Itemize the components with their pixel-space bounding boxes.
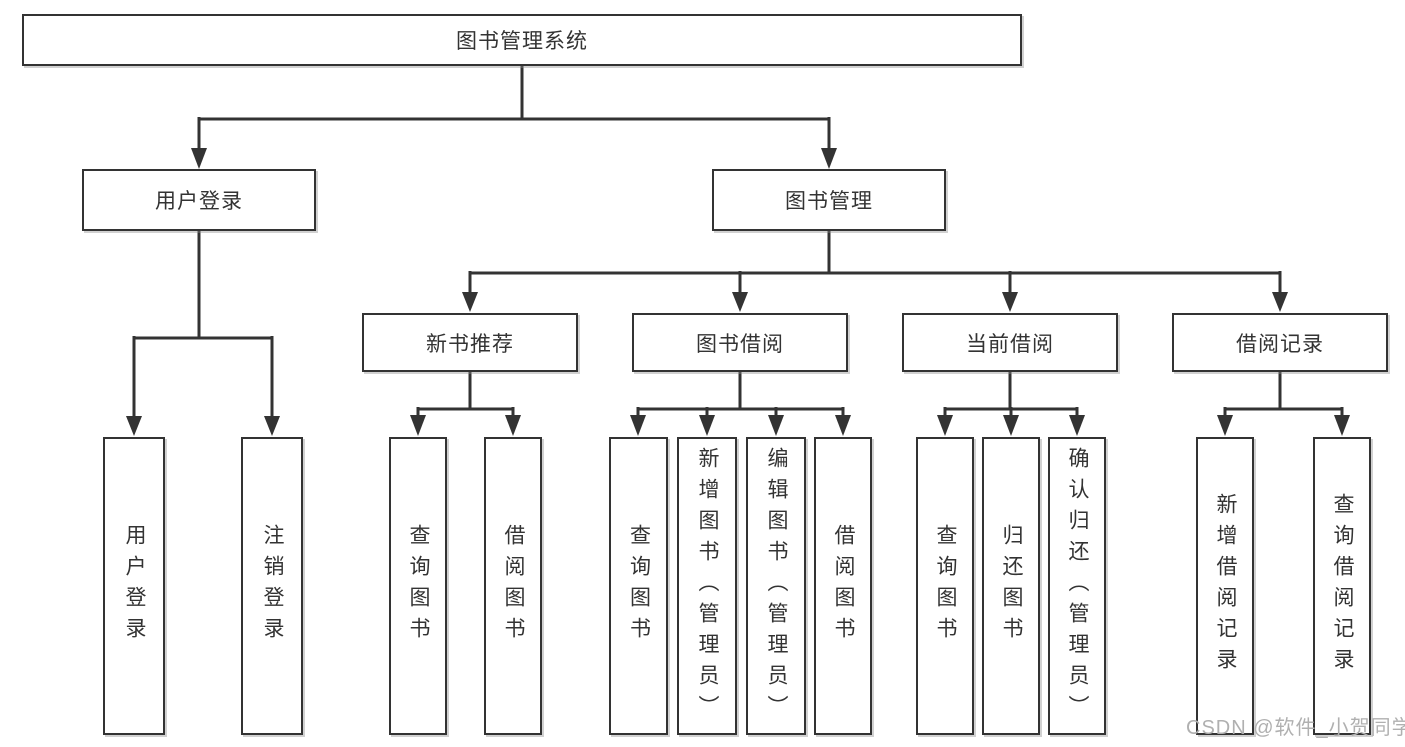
- leaf-borrow-books: 借阅图书: [814, 437, 872, 735]
- leaf-label: 查询借阅记录: [1331, 493, 1354, 679]
- leaf-label: 借阅图书: [502, 524, 525, 648]
- leaf-user-login: 用户登录: [103, 437, 165, 735]
- node-book-management-branch: 图书管理: [712, 169, 946, 231]
- leaf-label: 新增借阅记录: [1214, 493, 1237, 679]
- leaf-add-books-admin: 新增图书（管理员）: [677, 437, 737, 735]
- node-label: 图书管理系统: [456, 30, 588, 53]
- leaf-label: 确认归还（管理员）: [1066, 446, 1089, 726]
- leaf-label: 注销登录: [261, 524, 284, 648]
- node-label: 当前借阅: [966, 332, 1054, 356]
- csdn-watermark: CSDN @软件_小贺同学: [1186, 717, 1405, 739]
- leaf-confirm-return-admin: 确认归还（管理员）: [1048, 437, 1106, 735]
- leaf-query-books-recommend: 查询图书: [389, 437, 447, 735]
- leaf-label: 查询图书: [934, 524, 957, 648]
- leaf-return-books: 归还图书: [982, 437, 1040, 735]
- node-library-management-system: 图书管理系统: [22, 14, 1022, 66]
- node-label: 用户登录: [155, 190, 243, 213]
- leaf-label: 新增图书（管理员）: [696, 446, 719, 726]
- node-book-borrowing: 图书借阅: [632, 313, 848, 372]
- leaf-add-borrow-record: 新增借阅记录: [1196, 437, 1254, 735]
- leaf-edit-books-admin: 编辑图书（管理员）: [746, 437, 806, 735]
- node-label: 图书管理: [785, 190, 873, 213]
- leaf-query-borrow-record: 查询借阅记录: [1313, 437, 1371, 735]
- node-label: 新书推荐: [426, 332, 514, 356]
- node-user-login-branch: 用户登录: [82, 169, 316, 231]
- node-label: 图书借阅: [696, 332, 784, 356]
- leaf-label: 借阅图书: [832, 524, 855, 648]
- leaf-label: 用户登录: [123, 524, 146, 648]
- leaf-label: 归还图书: [1000, 524, 1023, 648]
- leaf-logout: 注销登录: [241, 437, 303, 735]
- node-borrowing-records: 借阅记录: [1172, 313, 1388, 372]
- leaf-query-books-borrow: 查询图书: [609, 437, 668, 735]
- leaf-label: 编辑图书（管理员）: [765, 446, 788, 726]
- node-new-book-recommend: 新书推荐: [362, 313, 578, 372]
- leaf-label: 查询图书: [627, 524, 651, 648]
- node-label: 借阅记录: [1236, 332, 1324, 356]
- leaf-label: 查询图书: [407, 524, 430, 648]
- leaf-borrow-books-recommend: 借阅图书: [484, 437, 542, 735]
- node-current-borrowing: 当前借阅: [902, 313, 1118, 372]
- leaf-query-books-current: 查询图书: [916, 437, 974, 735]
